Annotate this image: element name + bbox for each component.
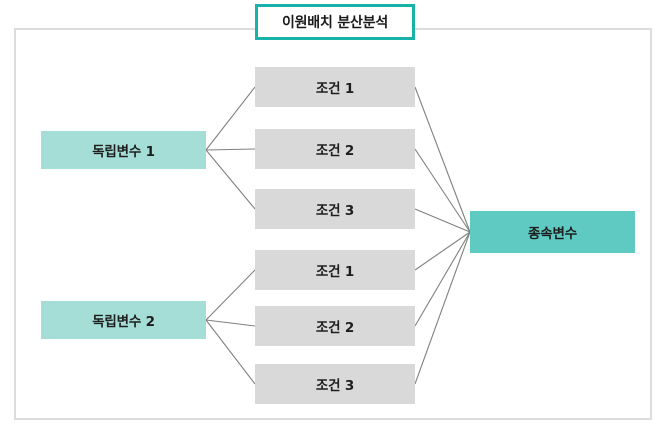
condition-label: 조건 1 bbox=[315, 264, 355, 280]
condition-node: 조건 1 bbox=[255, 250, 415, 290]
condition-label: 조건 3 bbox=[315, 203, 355, 219]
independent-variable-1-node: 독립변수 1 bbox=[41, 131, 206, 169]
independent-variable-2-label: 독립변수 2 bbox=[92, 314, 155, 330]
condition-node: 조건 2 bbox=[255, 129, 415, 169]
condition-node: 조건 1 bbox=[255, 67, 415, 107]
condition-label: 조건 1 bbox=[315, 81, 355, 97]
dependent-variable-node: 종속변수 bbox=[470, 211, 635, 253]
condition-node: 조건 3 bbox=[255, 189, 415, 229]
condition-label: 조건 3 bbox=[315, 378, 355, 394]
dependent-variable-label: 종속변수 bbox=[528, 226, 577, 242]
independent-variable-1-label: 독립변수 1 bbox=[92, 144, 155, 160]
diagram-title: 이원배치 분산분석 bbox=[281, 15, 389, 31]
condition-label: 조건 2 bbox=[315, 320, 355, 336]
condition-node: 조건 2 bbox=[255, 306, 415, 346]
independent-variable-2-node: 독립변수 2 bbox=[41, 301, 206, 339]
diagram-title-box: 이원배치 분산분석 bbox=[255, 4, 415, 40]
condition-label: 조건 2 bbox=[315, 143, 355, 159]
condition-node: 조건 3 bbox=[255, 364, 415, 404]
